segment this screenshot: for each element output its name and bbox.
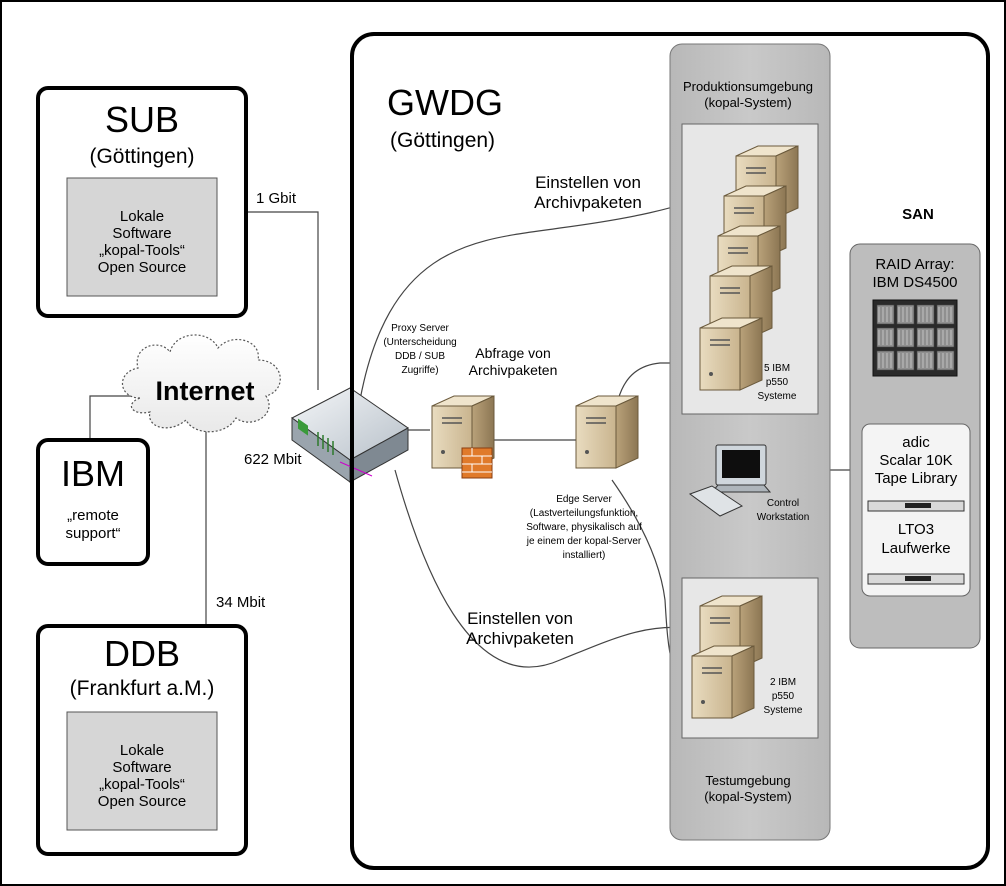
control-workstation-icon: [688, 444, 772, 517]
ddb-box: DDB (Frankfurt a.M.) Lokale Software „ko…: [36, 624, 248, 856]
gwdg-frame: [350, 32, 990, 870]
raid-array-icon: [872, 299, 958, 377]
ingest-bottom-line-1: Einstellen von: [467, 609, 573, 628]
ibm-subtitle-line-1: „remote: [67, 507, 119, 524]
query-line-1: Abfrage von: [475, 345, 551, 361]
ddb-software-line-2: Software: [112, 759, 171, 776]
raid-disk-bay: [876, 304, 895, 325]
proxy-label-line-1: Proxy Server: [391, 323, 449, 334]
control-workstation-line-1: Control: [767, 498, 799, 509]
test-server-icon-2: [691, 645, 755, 719]
query-line-2: Archivpaketen: [469, 362, 558, 378]
sub-link-speed: 1 Gbit: [256, 190, 297, 207]
raid-disk-bay: [936, 327, 955, 348]
test-servers-label-line-2: p550: [772, 691, 795, 702]
sub-software-box: [66, 177, 218, 297]
sub-box: SUB (Göttingen) Lokale Software „kopal-T…: [36, 86, 248, 318]
edge-label-line-5: installiert): [563, 550, 606, 561]
ibm-frame: [36, 438, 150, 566]
raid-line-1: RAID Array:: [875, 256, 954, 273]
ibm-box: IBM „remote support“: [36, 438, 150, 566]
sub-title: SUB: [105, 99, 179, 140]
tape-line-3: Tape Library: [875, 470, 958, 487]
ddb-software-box: [66, 711, 218, 831]
gwdg-location: (Göttingen): [390, 129, 495, 152]
ddb-software-line-1: Lokale: [120, 742, 164, 759]
tape-drive-icon-2: [867, 573, 965, 585]
internet-cloud: Internet: [121, 334, 281, 433]
ddb-software-line-4: Open Source: [98, 793, 186, 810]
raid-disk-bay: [916, 350, 935, 371]
edge-label-line-1: Edge Server: [556, 494, 612, 505]
gwdg-link-speed: 622 Mbit: [244, 451, 302, 468]
sub-location: (Göttingen): [89, 145, 194, 168]
edge-prod-line: [617, 362, 706, 401]
prod-title-line-1: Produktionsumgebung: [683, 79, 813, 94]
raid-disk-bay: [916, 327, 935, 348]
tape-line-2: Scalar 10K: [879, 452, 952, 469]
test-servers-label-line-1: 2 IBM: [770, 677, 796, 688]
raid-line-2: IBM DS4500: [872, 274, 957, 291]
drives-line-1: LTO3: [898, 521, 934, 538]
prod-servers-label-line-2: p550: [766, 377, 789, 388]
sub-software-line-2: Software: [112, 225, 171, 242]
sub-software-line-1: Lokale: [120, 208, 164, 225]
san-label: SAN: [902, 206, 934, 223]
edge-server-icon: [575, 395, 639, 469]
raid-disk-bay: [916, 304, 935, 325]
ingest-bottom-line-2: Archivpaketen: [466, 629, 574, 648]
edge-label-line-3: Software, physikalisch auf: [526, 522, 642, 533]
ibm-title: IBM: [61, 453, 125, 494]
server-icons: [431, 145, 799, 719]
cloud-shape: [121, 334, 281, 433]
tape-line-1: adic: [902, 434, 930, 451]
prod-server-icon-5: [699, 317, 763, 391]
raid-disk-bay: [936, 304, 955, 325]
test-servers-label-line-3: Systeme: [764, 705, 803, 716]
ingest-bottom-curve: [394, 469, 701, 668]
sub-software-line-4: Open Source: [98, 259, 186, 276]
firewall-icon: [461, 447, 493, 479]
sub-software-line-3: „kopal-Tools“: [99, 242, 185, 259]
gwdg-title: GWDG: [387, 82, 503, 123]
control-workstation-line-2: Workstation: [757, 512, 810, 523]
internet-label: Internet: [155, 376, 254, 406]
ddb-location: (Frankfurt a.M.): [70, 677, 215, 700]
ibm-subtitle-line-2: support“: [65, 525, 120, 542]
prod-servers-label-line-1: 5 IBM: [764, 363, 790, 374]
ingest-top-line-1: Einstellen von: [535, 173, 641, 192]
sub-link-line: [246, 211, 319, 390]
edge-label-line-4: je einem der kopal-Server: [526, 536, 642, 547]
ingest-top-line-2: Archivpaketen: [534, 193, 642, 212]
proxy-label-line-2: (Unterscheidung: [383, 337, 456, 348]
drives-line-2: Laufwerke: [881, 540, 950, 557]
tape-drive-icon-1: [867, 500, 965, 512]
proxy-label-line-3: DDB / SUB: [395, 351, 445, 362]
raid-disk-bay: [936, 350, 955, 371]
raid-disk-bay: [896, 350, 915, 371]
edge-label-line-2: (Lastverteilungsfunktion,: [530, 508, 638, 519]
prod-servers-label-line-3: Systeme: [758, 391, 797, 402]
raid-disk-bay: [876, 327, 895, 348]
prod-title-line-2: (kopal-System): [704, 95, 791, 110]
raid-disk-bay: [896, 327, 915, 348]
ibm-link-line: [89, 395, 150, 440]
raid-disk-bay: [876, 350, 895, 371]
test-title-line-1: Testumgebung: [705, 773, 790, 788]
ddb-title: DDB: [104, 633, 180, 674]
ddb-link-speed: 34 Mbit: [216, 594, 266, 611]
raid-disk-bay: [896, 304, 915, 325]
ddb-software-line-3: „kopal-Tools“: [99, 776, 185, 793]
proxy-label-line-4: Zugriffe): [401, 365, 438, 376]
test-title-line-2: (kopal-System): [704, 789, 791, 804]
